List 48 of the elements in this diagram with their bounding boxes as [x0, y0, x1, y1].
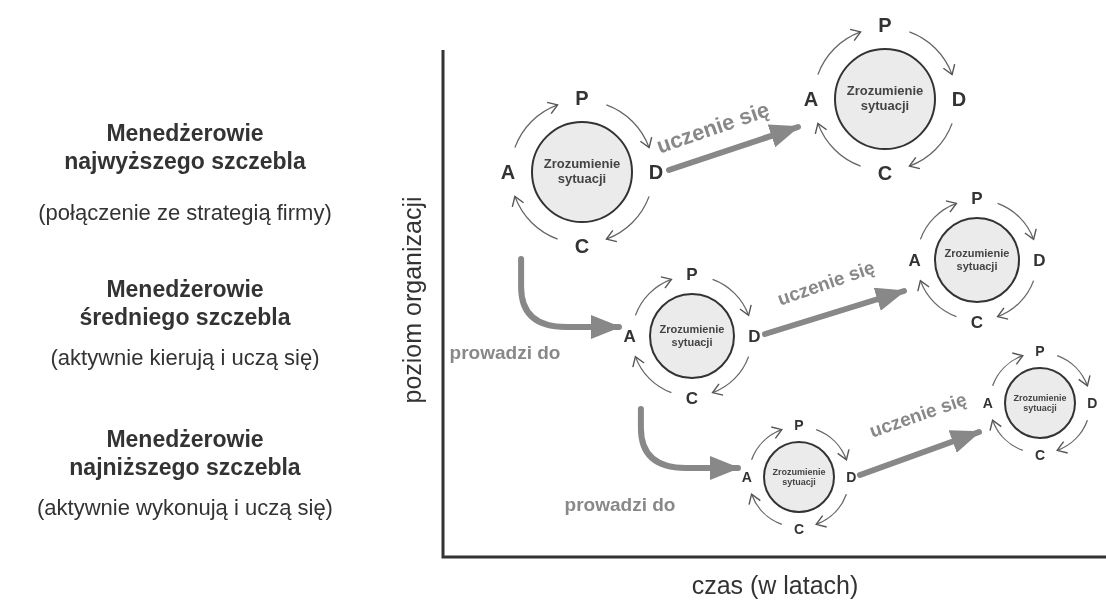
cycle-letter: P — [794, 417, 804, 432]
cycle-letter: A — [741, 470, 752, 484]
cycle-letter: C — [877, 162, 893, 183]
cycle-letter: A — [982, 396, 993, 410]
arrow — [762, 287, 907, 337]
arrow — [857, 429, 982, 478]
arrow — [637, 406, 741, 480]
cycle-letter: A — [908, 251, 921, 269]
situation-circle: Zrozumienie sytuacji — [934, 217, 1020, 303]
axis-title: czas (w latach) — [691, 570, 859, 600]
cycle-letter: D — [648, 162, 664, 182]
cycle-letter: D — [1087, 396, 1098, 410]
cycle-letter: C — [793, 522, 805, 537]
situation-circle: Zrozumienie sytuacji — [531, 121, 633, 223]
cycle-letter: P — [575, 88, 589, 109]
level-heading: Menedżerowie najwyższego szczebla — [63, 120, 307, 176]
cycle-letter: A — [500, 162, 516, 182]
edge-label: prowadzi do — [564, 494, 676, 514]
edge-label: uczenie się — [866, 389, 970, 441]
cycle-letter: P — [686, 265, 698, 283]
cycle-letter: D — [1033, 251, 1046, 269]
axis-title: poziom organizacji — [397, 196, 427, 404]
level-note: (połączenie ze strategią firmy) — [38, 200, 332, 227]
arrow — [666, 124, 801, 173]
cycle-letter: P — [971, 189, 983, 207]
level-note: (aktywnie wykonują i uczą się) — [37, 495, 333, 522]
level-heading: Menedżerowie najniższego szczebla — [68, 426, 302, 482]
cycle-letter: P — [1035, 343, 1045, 358]
situation-circle: Zrozumienie sytuacji — [649, 293, 735, 379]
arrow — [518, 256, 622, 339]
edge-label: uczenie się — [653, 98, 773, 158]
cycle-letter: D — [846, 470, 857, 484]
edge-label: uczenie się — [774, 257, 878, 309]
edge-label: prowadzi do — [449, 342, 561, 362]
cycle-letter: C — [574, 235, 590, 256]
cycle-letter: D — [951, 89, 967, 109]
cycle-letter: A — [803, 89, 819, 109]
cycle-letter: P — [878, 15, 892, 36]
cycle-letter: C — [685, 389, 699, 407]
level-note: (aktywnie kierują i uczą się) — [50, 345, 320, 372]
situation-circle: Zrozumienie sytuacji — [763, 441, 835, 513]
cycle-letter: C — [1034, 448, 1046, 463]
situation-circle: Zrozumienie sytuacji — [834, 48, 936, 150]
cycle-letter: A — [623, 327, 636, 345]
situation-circle: Zrozumienie sytuacji — [1004, 367, 1076, 439]
cycle-letter: C — [970, 313, 984, 331]
level-heading: Menedżerowie średniego szczebla — [78, 276, 292, 332]
cycle-letter: D — [748, 327, 761, 345]
